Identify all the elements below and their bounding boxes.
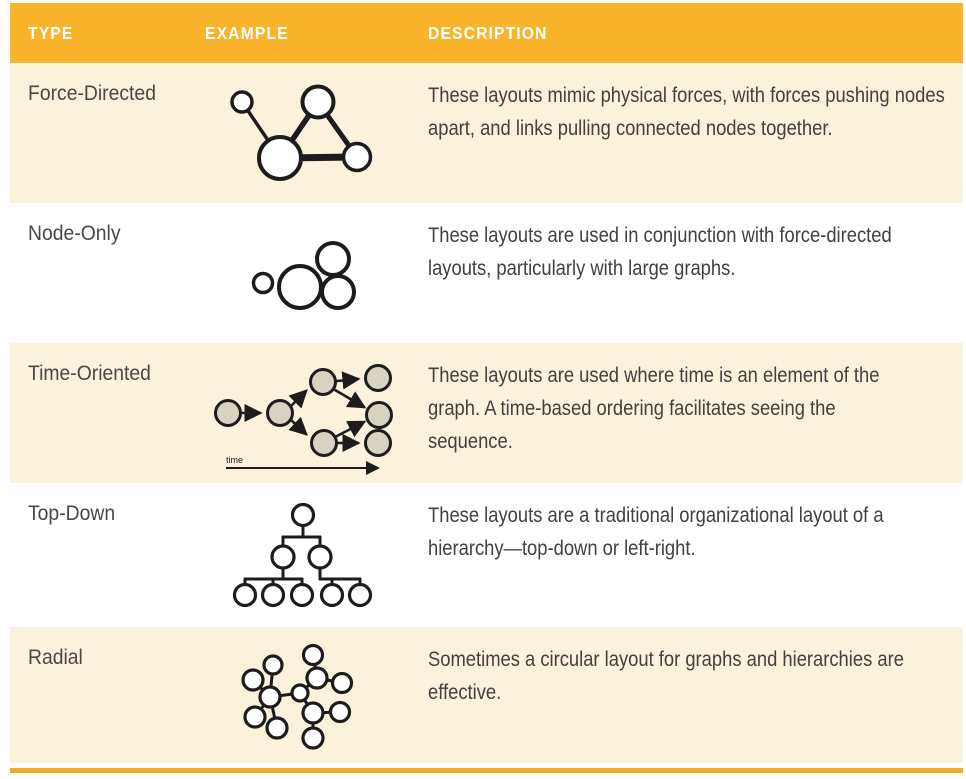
type-cell: Radial	[28, 645, 83, 669]
top-down-hierarchy-sketch-icon	[232, 502, 373, 608]
type-cell: Force-Directed	[28, 81, 156, 105]
description-cell: These layouts are a traditional organiza…	[428, 504, 884, 560]
table-row-force-directed: Force-Directed These layouts mimic physi…	[10, 63, 963, 203]
table-row-radial: Radial	[10, 627, 963, 763]
table-row-node-only: Node-Only These layouts are used in conj…	[10, 203, 963, 343]
type-cell: Time-Oriented	[28, 361, 151, 385]
type-cell: Node-Only	[28, 221, 121, 245]
table-header-row: TYPE EXAMPLE DESCRIPTION	[10, 3, 963, 63]
column-header-example: EXAMPLE	[205, 23, 289, 43]
description-cell: These layouts mimic physical forces, wit…	[428, 84, 945, 140]
description-cell: These layouts are used in conjunction wi…	[428, 224, 892, 280]
time-axis-label: time	[226, 455, 243, 465]
bottom-accent-rule	[10, 768, 963, 773]
node-only-cluster-sketch-icon	[251, 241, 356, 310]
table-row-top-down: Top-Down	[10, 483, 963, 627]
force-directed-network-sketch-icon	[230, 84, 373, 181]
type-cell: Top-Down	[28, 501, 116, 525]
time-oriented-dag-sketch-icon: time	[214, 364, 393, 475]
radial-network-sketch-icon	[241, 643, 354, 750]
table-row-time-oriented: Time-Oriented	[10, 343, 963, 483]
column-header-description: DESCRIPTION	[428, 23, 548, 43]
description-cell: These layouts are used where time is an …	[428, 364, 880, 453]
column-header-type: TYPE	[28, 23, 74, 43]
description-cell: Sometimes a circular layout for graphs a…	[428, 648, 904, 704]
